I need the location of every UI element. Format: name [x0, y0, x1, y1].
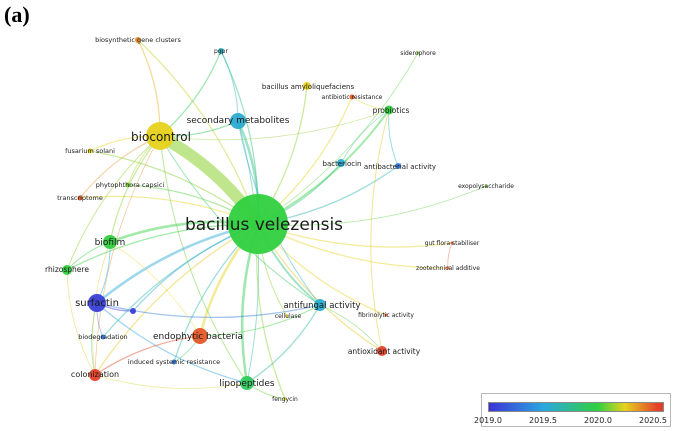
node-fibrinolytic-activity[interactable] — [384, 313, 388, 317]
legend-color-bar — [488, 402, 664, 412]
edge-biocontrol-biosynthetic-gene-clusters — [137, 39, 161, 137]
node-label-biofilm: biofilm — [95, 238, 126, 248]
legend-tick: 2020.5 — [639, 416, 667, 425]
edge-probiotics-antioxidant-activity — [370, 109, 390, 352]
edge-bacillus-velezensis-siderophore — [257, 52, 419, 225]
node-label-lipopeptides: lipopeptides — [219, 379, 274, 389]
edge-endophytic-bacteria-antifungal-activity — [199, 304, 321, 337]
node-label-pgpr: pgpr — [214, 48, 228, 55]
year-color-legend: 2019.0 2019.5 2020.0 2020.5 — [474, 393, 671, 427]
node-label-antibacterial-activity: antibacterial activity — [364, 163, 436, 171]
node-label-fengycin: fengycin — [272, 396, 298, 403]
node-label-rhizosphere: rhizosphere — [45, 265, 89, 274]
node-label-antioxidant-activity: antioxidant activity — [348, 347, 421, 356]
node-bacillus-velezensis[interactable] — [228, 194, 288, 254]
node-antioxidant-activity[interactable] — [377, 346, 387, 356]
node-biocontrol[interactable] — [146, 122, 174, 150]
node-colonization[interactable] — [89, 369, 101, 381]
node-label-biosynthetic-gene-clusters: biosynthetic gene clusters — [95, 36, 181, 44]
node-antibacterial-activity[interactable] — [395, 163, 401, 169]
node-label-cellulase: cellulase — [275, 313, 302, 320]
edge-surfactin-lipopeptides — [96, 302, 248, 384]
node-label-biodegradation: biodegradation — [78, 333, 127, 341]
node-surfactin[interactable] — [88, 294, 106, 312]
edge-endophytic-bacteria-biofilm — [109, 241, 201, 337]
edge-biocontrol-biofilm — [109, 135, 161, 243]
edge-lipopeptides-antifungal-activity — [246, 304, 321, 384]
node-gut-flora-stabiliser[interactable] — [450, 241, 454, 245]
edge-rhizosphere-colonization — [66, 269, 96, 376]
node-label-induced-systemic-resistance: induced systemic resistance — [128, 358, 220, 366]
node-label-phytophthora-capsici: phytophthora capsici — [96, 181, 165, 189]
edge-biocontrol-probiotics — [159, 109, 390, 141]
edge-biocontrol-rhizosphere — [66, 135, 161, 271]
panel-label: (a) — [4, 2, 30, 27]
node-label-secondary-metabolites: secondary metabolites — [187, 116, 290, 126]
node-rhizosphere[interactable] — [62, 265, 72, 275]
edge-antioxidant-activity-antifungal-activity — [319, 304, 383, 352]
node-label-probiotics: probiotics — [373, 106, 410, 115]
node-label-bacteriocin: bacteriocin — [323, 160, 362, 168]
legend-tick: 2019.5 — [529, 416, 557, 425]
node-fusarium-solani[interactable] — [87, 148, 93, 154]
node-biofilm[interactable] — [103, 235, 117, 249]
node-label-colonization: colonization — [71, 370, 119, 379]
node-label-bacillus-amyloliquefaciens: bacillus amyloliquefaciens — [262, 83, 355, 91]
node-transcriptome[interactable] — [77, 195, 83, 201]
node-label-exopolysaccharide: exopolysaccharide — [458, 183, 514, 190]
edge-gut-flora-stabiliser-zootechnical-additive — [447, 242, 453, 269]
labels-layer: bacillus velezensis biocontrol secondary m… — [45, 36, 514, 403]
node-label-endophytic-bacteria: endophytic bacteria — [153, 332, 243, 342]
nodes-layer — [62, 37, 488, 401]
node-phytophthora-capsici[interactable] — [125, 182, 131, 188]
legend-tick: 2020.0 — [584, 416, 612, 425]
edge-probiotics-bacteriocin — [340, 109, 390, 164]
node-siderophore[interactable] — [416, 51, 420, 55]
node-endophytic-bacteria[interactable] — [192, 328, 208, 344]
edge-endophytic-bacteria-colonization — [94, 335, 201, 376]
node-zootechnical-additive[interactable] — [446, 266, 450, 270]
node-label-antibiotic-resistance: antibiotic resistance — [322, 94, 383, 101]
node-label-gut-flora-stabiliser: gut flora stabiliser — [425, 240, 480, 247]
node-label-biocontrol: biocontrol — [131, 130, 191, 144]
node-biosynthetic-gene-clusters[interactable] — [135, 37, 141, 43]
legend-tick: 2019.0 — [474, 416, 502, 425]
node-bacillus-amyloliquefaciens[interactable] — [303, 82, 311, 90]
node-biodegradation[interactable] — [100, 334, 106, 340]
edge-probiotics-antibacterial-activity — [388, 109, 399, 167]
node-label-bacillus-velezensis: bacillus velezensis — [185, 215, 343, 235]
edge-surfactin-antifungal-activity — [96, 302, 321, 319]
node-cellulase[interactable] — [285, 314, 289, 318]
edge-biocontrol-colonization — [94, 135, 161, 376]
node-probiotics[interactable] — [384, 105, 394, 115]
node-bacteriocin[interactable] — [337, 159, 345, 167]
edge-colonization-lipopeptides — [94, 374, 248, 389]
node-label-fusarium-solani: fusarium solani — [65, 147, 115, 155]
node-antibiotic-resistance[interactable] — [349, 94, 355, 100]
edge-biocontrol-lipopeptides — [159, 135, 248, 384]
node-exopolysaccharide[interactable] — [484, 184, 488, 188]
node-label-transcriptome: transcriptome — [57, 194, 103, 202]
node-label-surfactin: surfactin — [75, 298, 119, 309]
node-label-antifungal-activity: antifungal activity — [283, 301, 360, 311]
node-pgpr[interactable] — [218, 48, 224, 54]
node-label-fibrinolytic-activity: fibrinolytic activity — [358, 312, 414, 319]
node-label-zootechnical-additive: zootechnical additive — [416, 265, 480, 272]
node-lipopeptides[interactable] — [240, 376, 254, 390]
node-fengycin[interactable] — [283, 397, 287, 401]
node-unlabeled-purple[interactable] — [130, 308, 136, 314]
node-induced-systemic-resistance[interactable] — [171, 359, 177, 365]
node-label-siderophore: siderophore — [400, 50, 436, 57]
node-antifungal-activity[interactable] — [314, 299, 326, 311]
node-secondary-metabolites[interactable] — [230, 113, 246, 129]
